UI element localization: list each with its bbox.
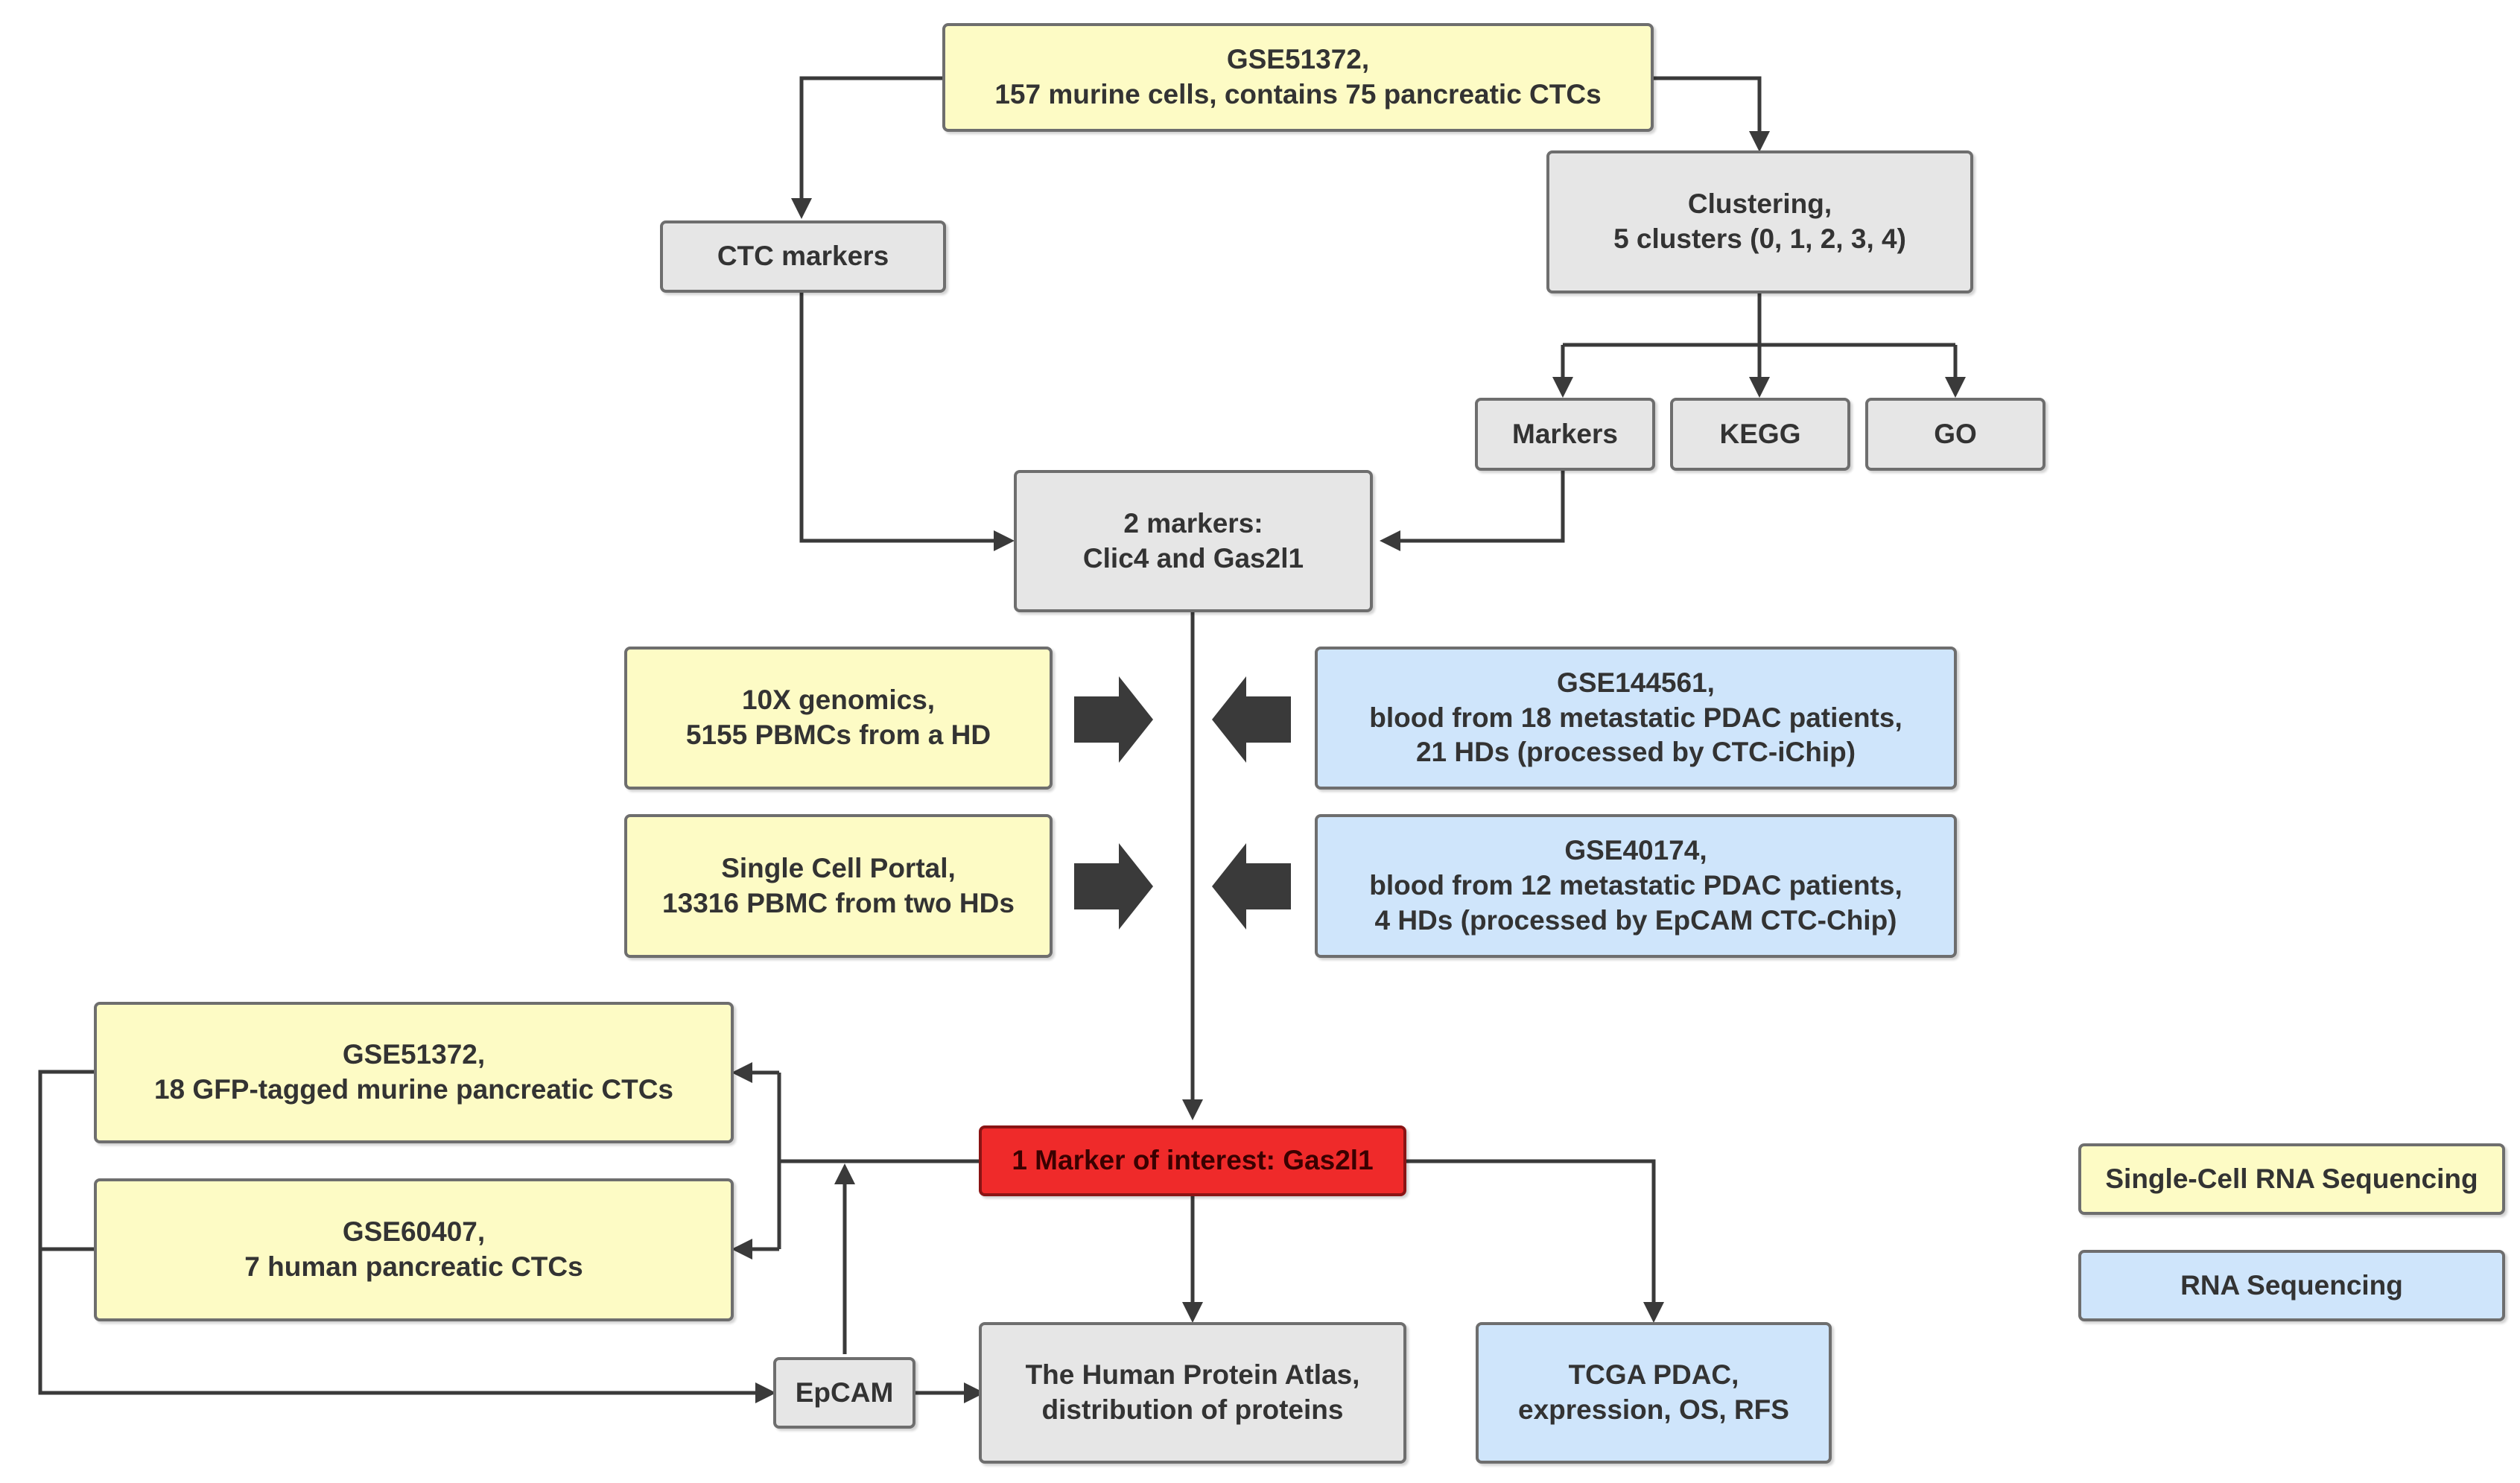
connector-markers-to-two-markers (1397, 471, 1565, 543)
node-gse144561: GSE144561, blood from 18 metastatic PDAC… (1315, 647, 1957, 790)
arrowhead-ctc-to-two (994, 530, 1015, 551)
arrowhead-ctc-markers (791, 198, 812, 219)
block-arrow-left-1 (1212, 676, 1291, 763)
arrowhead-kegg (1749, 377, 1770, 398)
node-ctc-markers: CTC markers (660, 220, 946, 293)
node-go: GO (1865, 398, 2045, 471)
node-human-protein-atlas: The Human Protein Atlas, distribution of… (979, 1322, 1406, 1464)
node-gse40174: GSE40174, blood from 12 metastatic PDAC … (1315, 814, 1957, 958)
arrowhead-go (1945, 377, 1966, 398)
connector-gse51372-loop (38, 1070, 760, 1395)
arrowhead-interest (1182, 1099, 1203, 1120)
connector-interest-to-tcga (1406, 1159, 1656, 1305)
block-arrow-right-2 (1074, 843, 1153, 930)
connector-top-to-clustering (1650, 76, 1762, 136)
node-marker-of-interest: 1 Marker of interest: Gas2l1 (979, 1125, 1406, 1196)
node-clustering: Clustering, 5 clusters (0, 1, 2, 3, 4) (1546, 150, 1973, 293)
node-10x-genomics: 10X genomics, 5155 PBMCs from a HD (624, 647, 1053, 790)
legend-scrna-seq: Single-Cell RNA Sequencing (2078, 1143, 2505, 1215)
arrowhead-markers (1552, 377, 1573, 398)
node-gse51372-bottom: GSE51372, 18 GFP-tagged murine pancreati… (94, 1002, 734, 1143)
arrowhead-hpa-from-epcam (964, 1382, 985, 1403)
connector-ctc-to-two-markers (799, 293, 997, 543)
node-kegg: KEGG (1670, 398, 1850, 471)
arrowhead-clustering (1749, 131, 1770, 152)
block-arrow-right-1 (1074, 676, 1153, 763)
arrowhead-epcam-up (834, 1163, 855, 1184)
node-tcga-pdac: TCGA PDAC, expression, OS, RFS (1476, 1322, 1832, 1464)
arrowhead-gse60407 (731, 1239, 752, 1260)
arrowhead-markers-to-two (1380, 530, 1400, 551)
node-gse60407: GSE60407, 7 human pancreatic CTCs (94, 1178, 734, 1321)
arrowhead-gse51372-bottom (731, 1062, 752, 1083)
node-markers: Markers (1475, 398, 1655, 471)
node-gse51372-top: GSE51372, 157 murine cells, contains 75 … (942, 23, 1654, 132)
connector-top-to-ctc-markers (799, 76, 942, 203)
legend-rna-seq: RNA Sequencing (2078, 1250, 2505, 1321)
node-two-markers: 2 markers: Clic4 and Gas2l1 (1014, 470, 1373, 612)
node-epcam: EpCAM (773, 1357, 915, 1429)
node-single-cell-portal: Single Cell Portal, 13316 PBMC from two … (624, 814, 1053, 958)
arrowhead-epcam-in (755, 1382, 776, 1403)
arrowhead-tcga (1643, 1302, 1664, 1323)
block-arrow-left-2 (1212, 843, 1291, 930)
arrowhead-hpa (1182, 1302, 1203, 1323)
